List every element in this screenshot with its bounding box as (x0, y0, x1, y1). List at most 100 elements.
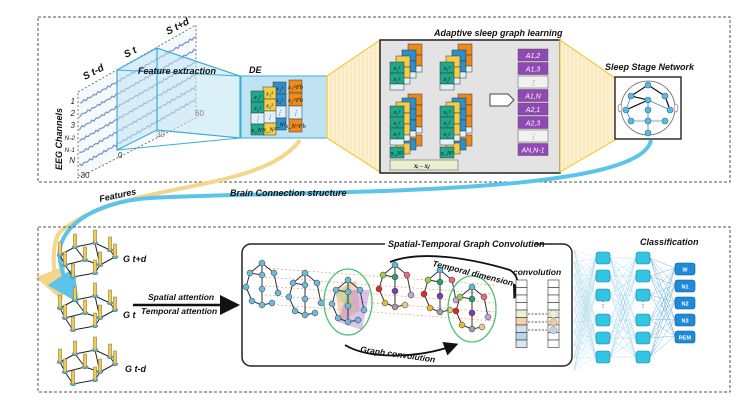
graph-node (301, 269, 309, 277)
matrix-cell-label: x_N¹ (440, 150, 453, 157)
graph-node (274, 289, 282, 297)
temporal-link (264, 267, 496, 286)
graph-node (242, 283, 250, 291)
class-output-box (674, 279, 696, 293)
graph-node (313, 279, 321, 287)
fc-neuron (595, 331, 611, 345)
graph-node (627, 117, 635, 125)
graph-edge (625, 99, 649, 111)
adjacency-funnel (559, 38, 616, 174)
spatial-attention-label: Spatial attention (148, 292, 214, 302)
difference-label: xᵢ - xⱼ (413, 162, 430, 170)
feature-bar (71, 263, 75, 278)
graph-node (258, 259, 266, 267)
graph-node (360, 306, 368, 314)
matrix-cell-label: x₂^Fb (287, 97, 304, 104)
matrix-cell-label: x₁¹ (392, 65, 400, 72)
head-ear (673, 103, 679, 113)
matrix-cell-label: ⋮ (254, 116, 261, 123)
graph-node (644, 96, 652, 104)
fc-link (649, 267, 676, 321)
graph-node (468, 283, 476, 291)
graph-node (661, 92, 669, 100)
head-outline (323, 268, 373, 336)
graph-label-t-minus-d: G t-d (125, 364, 146, 374)
conv-cell (515, 294, 528, 303)
matrix-cell-label: x₂³ (275, 98, 284, 105)
fc-link (573, 294, 597, 371)
graph-node (381, 299, 389, 307)
adjacency-entry (517, 48, 549, 62)
de-feature-matrices: x₁^Fbx₂^Fb⋮x_N^Fbx₁³x₂³⋮x_N³x₁²x₂²⋮x_N²x… (250, 79, 306, 136)
fc-link (609, 257, 637, 321)
adjacency-entry (517, 89, 549, 102)
temporal-link (264, 303, 496, 322)
feature-bar (58, 241, 62, 256)
matrix-cell-label: x_N¹ (390, 150, 403, 157)
time-tick-0: 0 (118, 151, 123, 160)
graph-node (456, 293, 464, 301)
feature-bar (63, 251, 67, 266)
feature-bar (93, 259, 97, 274)
graph-node (426, 304, 434, 312)
matrix-cell-label: x₂¹ (392, 76, 400, 83)
matrix-cell-label: x₁² (265, 91, 274, 98)
matrix-cell-label: x₁^Fb (287, 84, 304, 91)
graph-node (248, 297, 256, 305)
graph-node (468, 295, 476, 303)
graph-node (666, 106, 674, 114)
graph-edge (64, 259, 86, 266)
graph-node (480, 293, 488, 301)
graph-edge (72, 272, 96, 278)
fc-link (649, 275, 676, 337)
graph-node (332, 286, 340, 294)
fc-link (573, 249, 597, 321)
fc-link (649, 335, 676, 358)
fc-neuron (635, 331, 651, 345)
fc-link (573, 273, 597, 339)
fc-link (649, 284, 676, 296)
matrix-cell-label: x_N² (262, 127, 276, 134)
stgc-graphs (242, 259, 497, 343)
classification-network: ⋮⋮ (573, 249, 676, 371)
fc-link (649, 257, 676, 320)
fc-link (573, 297, 597, 339)
fc-link (649, 275, 676, 303)
adjacency-entry (517, 75, 549, 89)
fc-link (649, 275, 676, 286)
fc-link (573, 319, 597, 335)
bottom-panel-frame (37, 226, 731, 393)
graph-edge (647, 99, 671, 111)
graph-node (246, 269, 254, 277)
brain-connection-arrow (47, 139, 653, 303)
matrix-cell-label: x_N³ (272, 122, 286, 129)
graph-node (436, 266, 444, 274)
graph-node (424, 276, 432, 284)
graph-node (334, 314, 342, 322)
fc-neuron (635, 269, 651, 283)
matrix-cell (439, 83, 455, 91)
matrix-cell-label: x₂¹ (392, 120, 400, 127)
fc-ellipsis: ⋮ (599, 300, 607, 309)
class-output-label: N3 (681, 319, 688, 325)
fc-link (573, 356, 597, 359)
fc-link (573, 297, 597, 358)
graph-node (484, 313, 492, 321)
matrix-cell-label: x₂¹ (442, 131, 450, 138)
adjacency-entry-label: A2,1 (525, 107, 541, 114)
fc-link (573, 261, 597, 358)
fc-link (573, 285, 597, 358)
conv-cell (515, 317, 528, 326)
feature-bar (73, 286, 77, 301)
fc-link (573, 275, 597, 335)
graph-edge (483, 296, 489, 318)
fc-link (649, 257, 676, 337)
fc-link (649, 257, 676, 303)
adjacency-entry (517, 62, 549, 75)
graph-node (391, 261, 399, 269)
graph-node (391, 273, 399, 281)
fc-link (609, 337, 637, 358)
conv-cell (515, 302, 528, 311)
matrix-cell (389, 83, 405, 91)
conv-cell (515, 309, 528, 318)
